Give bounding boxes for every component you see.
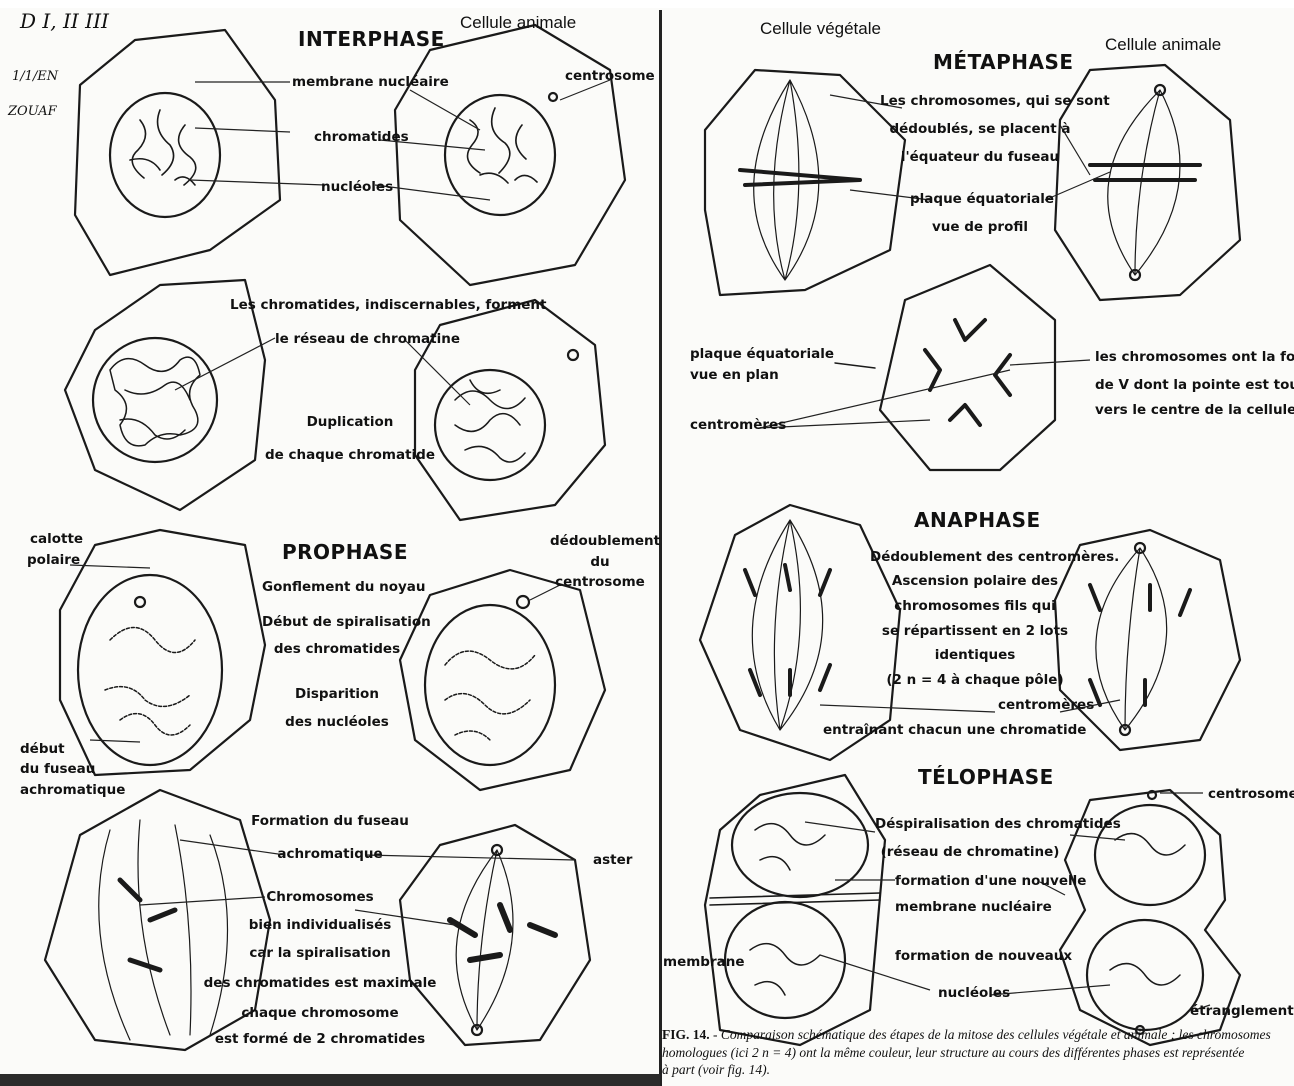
label-debut-1: début bbox=[20, 740, 65, 758]
label-plaque-profil-1: plaque équatoriale bbox=[910, 190, 1050, 208]
figure-caption-line-1: FIG. 14. - Comparaison schématique des é… bbox=[662, 1027, 1271, 1043]
label-centromeres-anaphase: centromères bbox=[998, 696, 1094, 714]
caption-text-1: - Comparaison schématique des étapes de … bbox=[710, 1027, 1271, 1042]
chromosomes-text-6: est formé de 2 chromatides bbox=[200, 1030, 440, 1048]
chromatin-plant-nucleus bbox=[93, 338, 217, 462]
label-centrosome-interphase: centrosome bbox=[565, 67, 655, 85]
anaphase-text-1: Dédoublement des centromères. bbox=[870, 548, 1080, 566]
prophase-animal-nucleus bbox=[425, 605, 555, 765]
label-aster: aster bbox=[593, 851, 632, 869]
chromosomes-text-5: chaque chromosome bbox=[220, 1004, 420, 1022]
label-plaque-plan-1: plaque équatoriale bbox=[690, 345, 834, 363]
label-nucleoles-interphase: nucléoles bbox=[321, 178, 393, 196]
anaphase-text-3: chromosomes fils qui bbox=[870, 597, 1080, 615]
metaphase-title: MÉTAPHASE bbox=[933, 53, 1074, 71]
telophase-plant-outer bbox=[705, 775, 885, 1045]
prophase-title: PROPHASE bbox=[282, 543, 408, 561]
column-header-animal-left: Cellule animale bbox=[460, 14, 576, 32]
handwritten-note-2: 1/1/EN bbox=[12, 68, 58, 86]
interphase-centrosome bbox=[549, 93, 557, 101]
telophase-title: TÉLOPHASE bbox=[918, 768, 1054, 786]
label-dedoublement-1: dédoublement bbox=[550, 532, 650, 550]
telophase-text-4: membrane nucléaire bbox=[895, 898, 1045, 916]
prophase-text-1: Gonflement du noyau bbox=[262, 578, 412, 596]
prophase-text-5: des nucléoles bbox=[262, 713, 412, 731]
metaphase-text-1: Les chromosomes, qui se sont bbox=[880, 92, 1080, 110]
anaphase-text-5: identiques bbox=[870, 646, 1080, 664]
handwritten-note-1: D I, II III bbox=[20, 12, 109, 30]
label-centrosome-telophase: centrosome bbox=[1208, 785, 1294, 803]
prophase-text-3: des chromatides bbox=[262, 640, 412, 658]
prophase-text-2: Début de spiralisation bbox=[262, 613, 412, 631]
label-calotte-2: polaire bbox=[27, 551, 80, 569]
chromosomes-text-4: des chromatides est maximale bbox=[200, 974, 440, 992]
label-chromatides: chromatides bbox=[314, 128, 409, 146]
anaphase-text-2: Ascension polaire des bbox=[870, 572, 1080, 590]
fuseau-text-2: achromatique bbox=[250, 845, 410, 863]
chromatine-text-1: Les chromatides, indiscernables, forment bbox=[230, 296, 547, 314]
chromosomes-text-1: Chromosomes bbox=[220, 888, 420, 906]
label-etranglement: étranglement bbox=[1190, 1002, 1294, 1020]
fuseau-text-1: Formation du fuseau bbox=[250, 812, 410, 830]
figure-number: FIG. 14. bbox=[662, 1027, 710, 1042]
v-shape-text-1: les chromosomes ont la forme bbox=[1095, 348, 1294, 366]
label-debut-3: achromatique bbox=[20, 781, 125, 799]
interphase-animal-nucleus bbox=[445, 95, 555, 215]
prophase-plant-nucleus bbox=[78, 575, 222, 765]
telophase-text-1: Déspiralisation des chromatides bbox=[875, 815, 1065, 833]
telophase-text-5: formation de nouveaux bbox=[895, 947, 1055, 965]
interphase-plant-cell bbox=[75, 30, 280, 275]
v-shape-text-3: vers le centre de la cellule bbox=[1095, 401, 1294, 419]
anaphase-text-4: se répartissent en 2 lots bbox=[870, 622, 1080, 640]
label-dedoublement-3: centrosome bbox=[550, 573, 650, 591]
metaphase-text-3: l'équateur du fuseau bbox=[880, 148, 1080, 166]
anaphase-title: ANAPHASE bbox=[914, 511, 1041, 529]
metaphase-plan-cell bbox=[880, 265, 1055, 470]
telophase-text-3: formation d'une nouvelle bbox=[895, 872, 1045, 890]
figure-caption-line-2: homologues (ici 2 n = 4) ont la même cou… bbox=[662, 1045, 1244, 1061]
anaphase-text-7: entraînant chacun une chromatide bbox=[823, 721, 1086, 739]
prophase-text-4: Disparition bbox=[262, 685, 412, 703]
v-shape-text-2: de V dont la pointe est tournée bbox=[1095, 376, 1294, 394]
metaphase-text-2: dédoublés, se placent à bbox=[880, 120, 1080, 138]
column-header-animal-right: Cellule animale bbox=[1105, 36, 1221, 54]
label-calotte-1: calotte bbox=[30, 530, 83, 548]
label-plaque-plan-2: vue en plan bbox=[690, 366, 779, 384]
prophase-plant-cell bbox=[60, 530, 265, 775]
chromosomes-text-2: bien individualisés bbox=[220, 916, 420, 934]
label-debut-2: du fuseau bbox=[20, 760, 95, 778]
caption-text-3: à part (voir fig. 14). bbox=[662, 1062, 770, 1077]
chromatin-plant-cell bbox=[65, 280, 265, 510]
label-nucleoles-telophase: nucléoles bbox=[938, 984, 1010, 1002]
handwritten-note-3: ZOUAF bbox=[8, 103, 57, 121]
chromatine-text-2: le réseau de chromatine bbox=[275, 330, 460, 348]
telophase-text-2: (réseau de chromatine) bbox=[875, 843, 1065, 861]
chromosomes-text-3: car la spiralisation bbox=[220, 944, 420, 962]
label-plaque-profil-2: vue de profil bbox=[910, 218, 1050, 236]
duplication-text-1: Duplication bbox=[300, 413, 400, 431]
column-header-vegetale-right: Cellule végétale bbox=[760, 20, 881, 38]
leader-plan bbox=[835, 363, 875, 368]
telophase-plant-nucleus-top bbox=[732, 793, 868, 897]
figure-caption-line-3: à part (voir fig. 14). bbox=[662, 1062, 770, 1078]
prophase-animal-cell bbox=[400, 570, 605, 790]
page-bottom-edge bbox=[0, 1074, 660, 1086]
label-centromeres-metaphase: centromères bbox=[690, 416, 786, 434]
caption-text-2: homologues (ici 2 n = 4) ont la même cou… bbox=[662, 1045, 1244, 1060]
label-dedoublement-2: du bbox=[550, 553, 650, 571]
duplication-text-2: de chaque chromatide bbox=[262, 446, 438, 464]
label-membrane-nucleaire: membrane nucléaire bbox=[292, 73, 449, 91]
anaphase-text-6: (2 n = 4 à chaque pôle) bbox=[870, 671, 1080, 689]
interphase-title: INTERPHASE bbox=[298, 30, 445, 48]
label-membrane-telophase: membrane bbox=[663, 953, 745, 971]
interphase-plant-nucleus bbox=[110, 93, 220, 217]
